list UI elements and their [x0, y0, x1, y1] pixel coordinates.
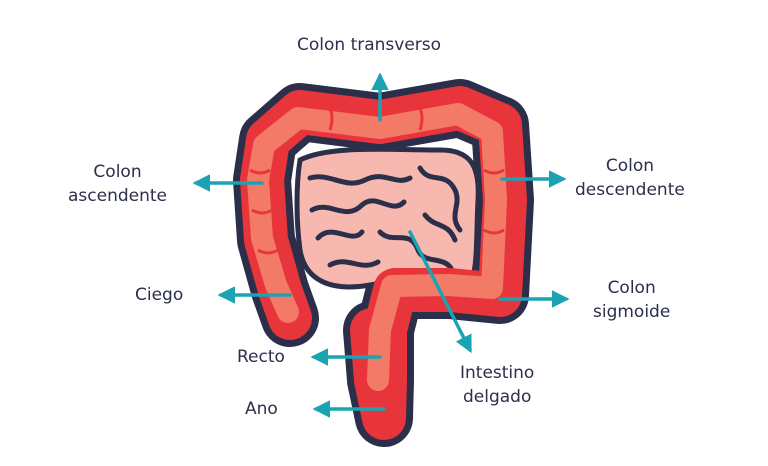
arrow-intestino-delgado — [408, 230, 472, 354]
label-ano: Ano — [245, 399, 278, 419]
label-colon-sigmoide: Colon sigmoide — [593, 278, 671, 322]
label-ciego: Ciego — [135, 285, 184, 305]
label-colon-ascendente: Colon ascendente — [68, 162, 168, 206]
label-intestino-delgado: Intestino delgado — [460, 363, 535, 407]
small-intestine-loops — [307, 165, 463, 273]
colon-segment-lines — [249, 107, 505, 255]
large-intestine-highlight — [247, 103, 507, 391]
label-recto: Recto — [237, 347, 285, 367]
label-colon-transverso: Colon transverso — [297, 35, 442, 55]
label-colon-descendente: Colon descendente — [575, 156, 685, 200]
